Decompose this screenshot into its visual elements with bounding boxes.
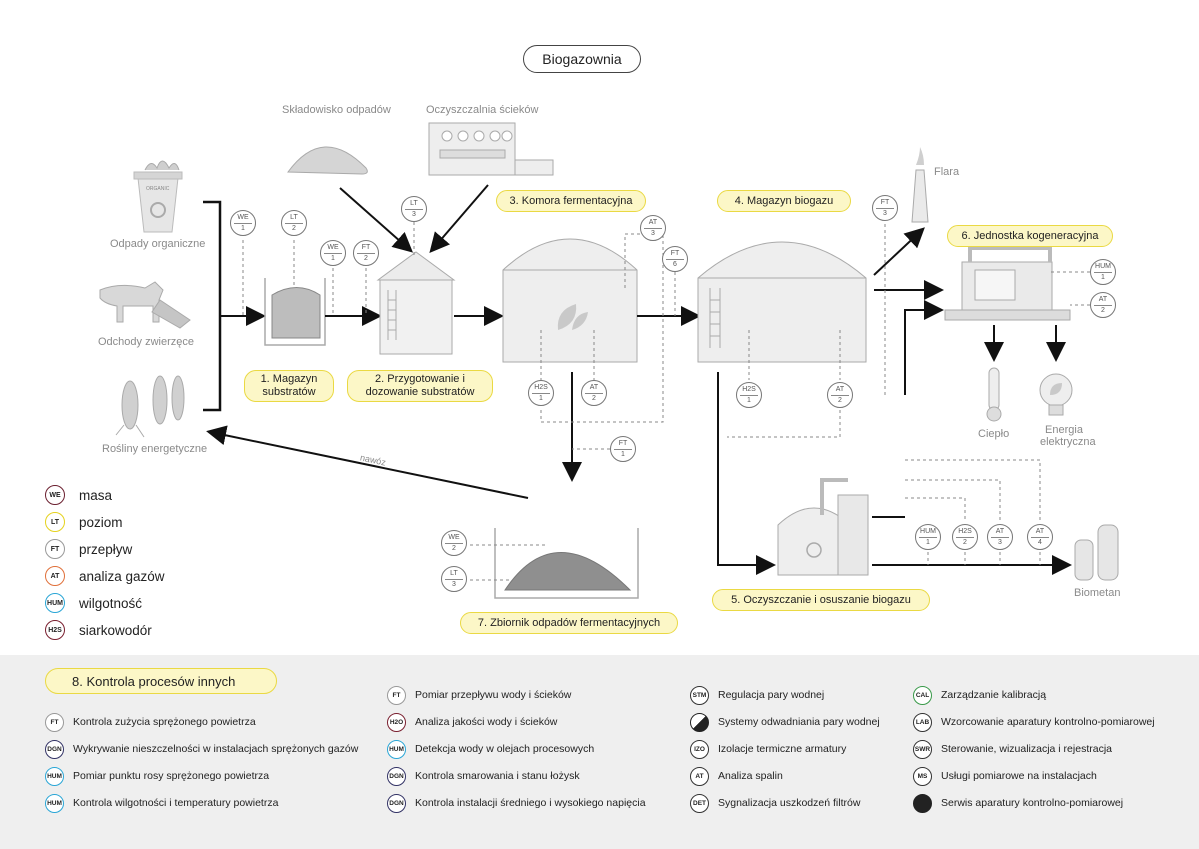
corn-icon (115, 375, 185, 438)
dosing-silo (376, 251, 456, 355)
page-title: Biogazownia (523, 45, 641, 73)
process-item: Systemy odwadniania pary wodnej (690, 712, 880, 732)
organic-bin-icon (133, 160, 183, 233)
landfill-icon (287, 146, 368, 175)
heat-label: Ciepło (978, 428, 1010, 440)
chp-unit (944, 246, 1071, 321)
electricity-label: Energia elektryczna (1040, 424, 1096, 448)
sewage-plant-icon (428, 122, 554, 176)
step-1-label: 1. Magazyn substratów (244, 370, 334, 402)
lightbulb-icon (1039, 373, 1073, 416)
digestate-tank (494, 528, 639, 599)
thermometer-icon (986, 367, 1002, 422)
source-animal-label: Odchody zwierzęce (98, 336, 194, 348)
bin-label: ORGANIC (146, 186, 170, 192)
step-4-label: 4. Magazyn biogazu (717, 190, 851, 212)
flare-label: Flara (934, 166, 960, 178)
step-6-label: 6. Jednostka kogeneracyjna (947, 225, 1113, 247)
wrench-icon (913, 793, 932, 813)
source-landfill-label: Składowisko odpadów (282, 104, 391, 116)
steam-drain-icon (690, 712, 709, 732)
step-3-label: 3. Komora fermentacyjna (496, 190, 646, 212)
step-7-label: 7. Zbiornik odpadów fermentacyjnych (460, 612, 678, 634)
source-sewage-label: Oczyszczalnia ścieków (426, 104, 539, 116)
step-2-label: 2. Przygotowanie i dozowanie substratów (347, 370, 493, 402)
process-item: Serwis aparatury kontrolno-pomiarowej (913, 793, 1123, 813)
purification-unit (777, 478, 869, 576)
other-processes-title: 8. Kontrola procesów innych (45, 668, 277, 694)
cow-icon (99, 281, 191, 329)
biomethane-cylinders-icon (1074, 524, 1119, 581)
biogas-storage-tank (697, 241, 867, 363)
flare-icon (911, 147, 929, 223)
fermenter-tank (502, 238, 638, 363)
biomethane-label: Biometan (1074, 587, 1121, 599)
source-plants-label: Rośliny energetyczne (102, 443, 208, 455)
step-5-label: 5. Oczyszczanie i osuszanie biogazu (712, 589, 930, 611)
source-organic-label: Odpady organiczne (110, 238, 206, 250)
substrate-storage (264, 278, 326, 346)
